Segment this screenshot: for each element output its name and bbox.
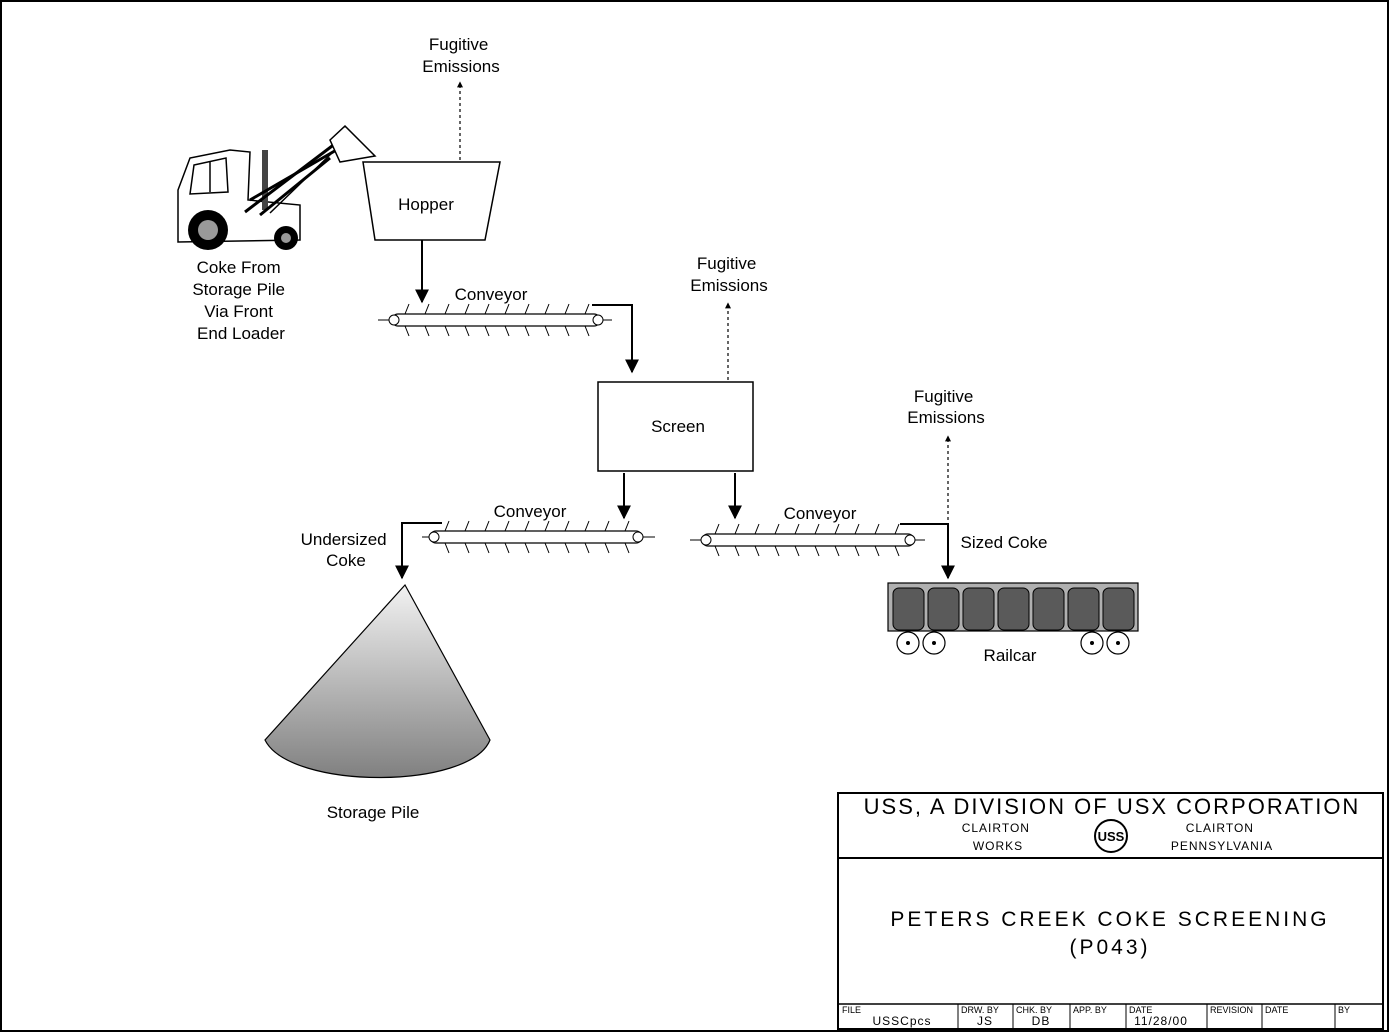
file-field-label: FILE	[842, 1005, 861, 1015]
location-name-line: CLAIRTON	[1186, 821, 1254, 835]
fugitive-emissions-line: Fugitive	[914, 387, 974, 406]
date-label: DATE	[1129, 1005, 1152, 1015]
revision-date-label: DATE	[1265, 1005, 1288, 1015]
conveyor-3-label: Conveyor	[784, 504, 857, 523]
screen-label: Screen	[651, 417, 705, 436]
fugitive-emissions-label: Fugitive Emissions	[422, 35, 499, 76]
conveyor-2	[422, 520, 655, 554]
location-name-line: PENNSYLVANIA	[1171, 839, 1273, 853]
flow-arrow	[900, 523, 955, 580]
fugitive-emissions-line: Fugitive	[429, 35, 489, 54]
fugitive-emissions-line: Emissions	[690, 276, 767, 295]
fugitive-emissions-line: Fugitive	[697, 254, 757, 273]
uss-logo-icon: USS	[1094, 819, 1128, 853]
railcar-label: Railcar	[984, 646, 1037, 665]
loader-caption-line: End Loader	[197, 324, 285, 343]
works-name: CLAIRTON WORKS	[962, 821, 1035, 853]
approved-by-label: APP. BY	[1073, 1005, 1107, 1015]
flow-arrow	[395, 522, 442, 580]
storage-pile-label: Storage Pile	[327, 803, 420, 822]
front-end-loader-icon	[177, 124, 377, 250]
conveyor-1	[378, 303, 612, 337]
loader-caption-line: Via Front	[204, 302, 273, 321]
title-block	[837, 792, 1384, 1030]
checked-by-label: CHK. BY	[1016, 1005, 1052, 1015]
undersized-coke-line: Coke	[326, 551, 366, 570]
checked-by-value: DB	[1032, 1014, 1051, 1028]
undersized-coke-label: Undersized Coke	[301, 530, 392, 570]
fugitive-emissions-line: Emissions	[907, 408, 984, 427]
location-name: CLAIRTON PENNSYLVANIA	[1171, 821, 1273, 853]
conveyor-3	[690, 523, 925, 557]
loader-caption-line: Coke From	[197, 258, 281, 277]
sized-coke-label: Sized Coke	[961, 533, 1048, 552]
conveyor-2-label: Conveyor	[494, 502, 567, 521]
drawn-by-label: DRW. BY	[961, 1005, 999, 1015]
drawing-title: PETERS CREEK COKE SCREENING	[890, 908, 1329, 931]
loader-caption: Coke From Storage Pile Via Front End Loa…	[192, 258, 289, 343]
conveyor-1-label: Conveyor	[455, 285, 528, 304]
company-name: USS, A DIVISION OF USX CORPORATION	[864, 794, 1361, 819]
fugitive-emissions-label: Fugitive Emissions	[690, 254, 767, 295]
drawing-id: (P043)	[1069, 936, 1150, 959]
uss-logo-text: USS	[1098, 829, 1125, 844]
undersized-coke-line: Undersized	[301, 530, 387, 549]
fugitive-emissions-label: Fugitive Emissions	[907, 387, 984, 427]
revision-label: REVISION	[1210, 1005, 1253, 1015]
hopper-label: Hopper	[398, 195, 454, 214]
file-field-value: USSCpcs	[872, 1014, 931, 1028]
drawn-by-value: JS	[977, 1014, 993, 1028]
works-name-line: CLAIRTON	[962, 821, 1030, 835]
loader-caption-line: Storage Pile	[192, 280, 285, 299]
works-name-line: WORKS	[973, 839, 1023, 853]
fugitive-emissions-line: Emissions	[422, 57, 499, 76]
date-value: 11/28/00	[1134, 1014, 1188, 1028]
flow-arrow	[592, 304, 639, 374]
hopper-shape	[362, 161, 501, 241]
screen-box	[597, 381, 754, 472]
revision-by-label: BY	[1338, 1005, 1350, 1015]
storage-pile-shape	[264, 583, 491, 779]
railcar-icon	[887, 582, 1139, 655]
